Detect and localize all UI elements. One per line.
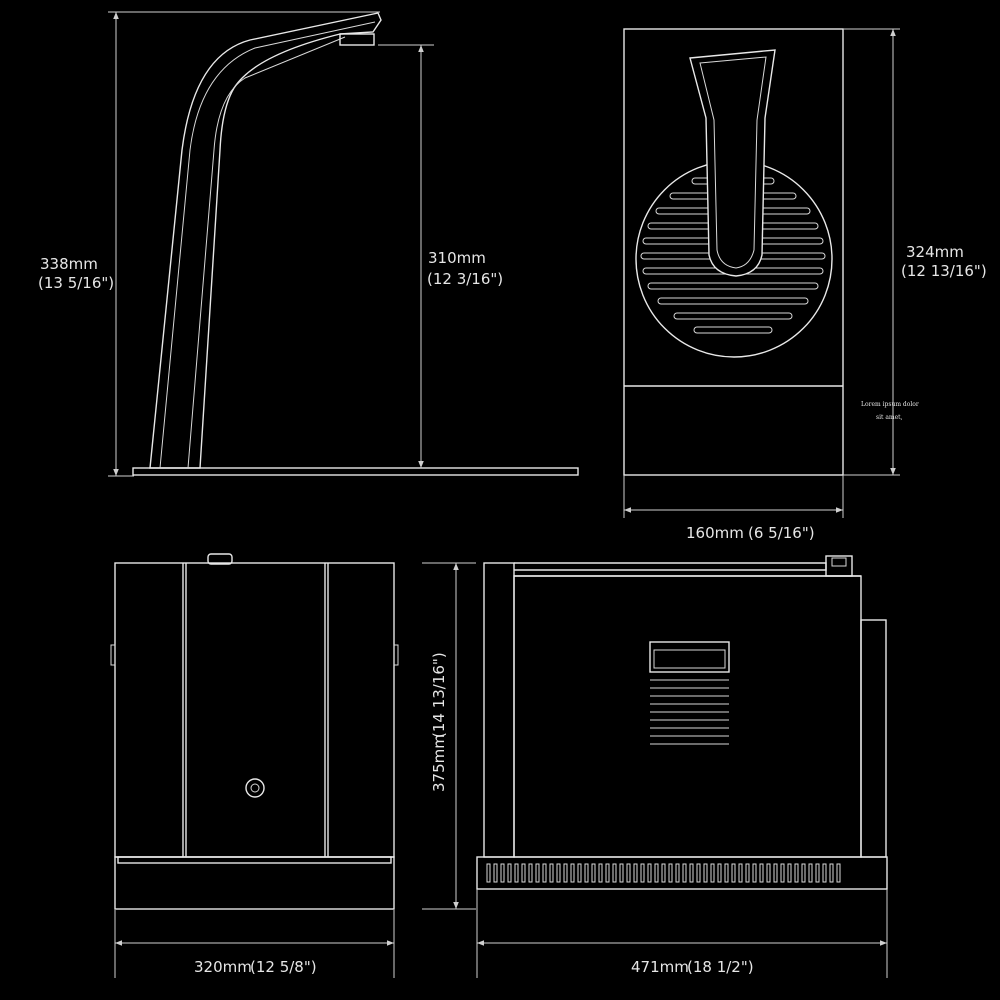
overall-height-inch-label: (13 5/16") [38, 274, 114, 292]
base-vent-slot [577, 863, 582, 883]
base-vent-slot [773, 863, 778, 883]
base-vent-slot [836, 863, 841, 883]
base-vent-slot [717, 863, 722, 883]
base-vent-slot [738, 863, 743, 883]
base-vent-slot [794, 863, 799, 883]
base-vent-slot [535, 863, 540, 883]
base-vent-slot [528, 863, 533, 883]
base-vent-slot [640, 863, 645, 883]
front-height-mm-label: 324mm [906, 243, 964, 261]
base-vent-slot [731, 863, 736, 883]
base-vent-slot [647, 863, 652, 883]
base-vent-slot [605, 863, 610, 883]
unit-height-dimension [422, 562, 476, 910]
base-vent-slot [759, 863, 764, 883]
front-height-inch-label: (12 13/16") [901, 262, 987, 280]
base-vent-slot [675, 863, 680, 883]
base-vent-slot [486, 863, 491, 883]
front-height-dimension [843, 28, 900, 476]
spout-height-mm-label: 310mm [428, 249, 486, 267]
vent-slots [650, 679, 729, 745]
spout-height-inch-label: (12 3/16") [427, 270, 503, 288]
base-vent-slot [822, 863, 827, 883]
tap-front-view [623, 28, 844, 476]
unit-side-view [476, 555, 888, 890]
base-vent-slot [493, 863, 498, 883]
base-vent-slot [801, 863, 806, 883]
base-vent-slot [612, 863, 617, 883]
unit-front-view [110, 553, 399, 910]
base-vent-slot [598, 863, 603, 883]
base-vent-slot [661, 863, 666, 883]
base-vent-slot [724, 863, 729, 883]
base-vent-slot [780, 863, 785, 883]
base-vent-slot [682, 863, 687, 883]
front-width-label: 160mm [686, 524, 744, 542]
unit-height-mm-label: 375mm [430, 734, 448, 792]
overall-height-mm-label: 338mm [40, 255, 98, 273]
unit-front-width-mm-label: 320mm [194, 958, 252, 976]
unit-front-width-dimension [114, 910, 395, 978]
base-vent-slot [654, 863, 659, 883]
base-vent-slot [619, 863, 624, 883]
base-vent-slot [570, 863, 575, 883]
unit-depth-mm-label: 471mm [631, 958, 689, 976]
base-vent-slot [703, 863, 708, 883]
unit-height-inch-label: (14 13/16") [430, 652, 448, 738]
base-vent-slot [542, 863, 547, 883]
front-width-inch-label: (6 5/16") [748, 524, 815, 542]
base-vent-slot [668, 863, 673, 883]
base-vent-slot [808, 863, 813, 883]
base-vent-slot [500, 863, 505, 883]
front-width-dimension [623, 475, 844, 518]
base-vent-slots [486, 863, 841, 883]
base-vent-slot [745, 863, 750, 883]
overall-height-dimension [108, 11, 380, 477]
base-vent-slot [752, 863, 757, 883]
base-vent-slot [556, 863, 561, 883]
base-vent-slot [521, 863, 526, 883]
base-vent-slot [507, 863, 512, 883]
base-vent-slot [689, 863, 694, 883]
base-vent-slot [696, 863, 701, 883]
unit-depth-inch-label: (18 1/2") [687, 958, 754, 976]
base-vent-slot [710, 863, 715, 883]
base-vent-slot [591, 863, 596, 883]
base-vent-slot [584, 863, 589, 883]
base-vent-slot [815, 863, 820, 883]
base-vent-slot [633, 863, 638, 883]
base-vent-slot [787, 863, 792, 883]
base-vent-slot [549, 863, 554, 883]
base-vent-slot [829, 863, 834, 883]
base-vent-slot [514, 863, 519, 883]
unit-depth-dimension [476, 889, 888, 978]
base-vent-slot [766, 863, 771, 883]
note-line-1: Lorem ipsum dolor [861, 401, 919, 408]
base-vent-slot [563, 863, 568, 883]
spout-height-dimension [378, 44, 434, 468]
unit-front-width-inch-label: (12 5/8") [250, 958, 317, 976]
note-line-2: sit amet, [876, 414, 903, 421]
tap-side-view [132, 12, 579, 476]
base-vent-slot [626, 863, 631, 883]
